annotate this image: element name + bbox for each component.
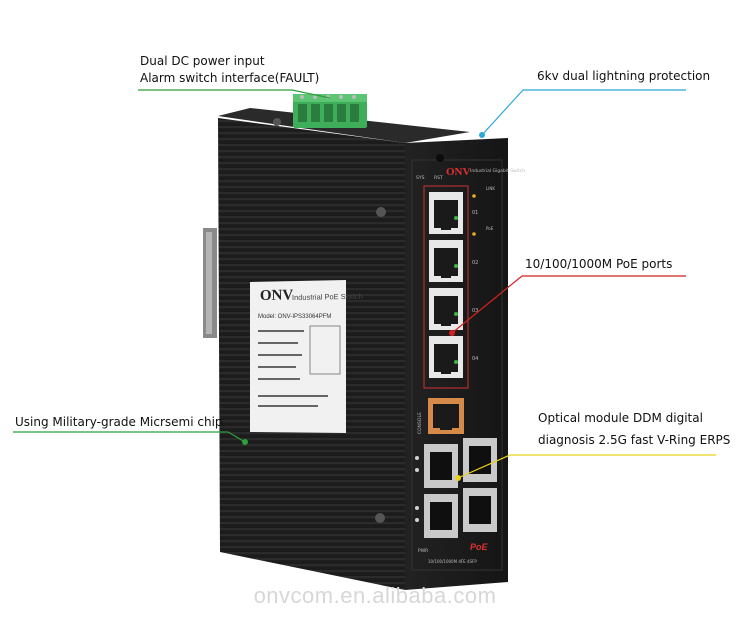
poe-port-group [423,185,476,389]
poe-ports-callout: 10/100/1000M PoE ports [525,257,673,271]
port-number: 03 [472,308,478,314]
lightning-callout: 6kv dual lightning protection [537,69,711,83]
watermark: onvcom.en.alibaba.com [253,583,497,608]
chip-callout: Using Military-grade Micrsemi chip [15,415,223,429]
console-label: CONSOLE [417,412,423,434]
poe-port [429,288,463,330]
led-poe-label: PoE [486,226,494,231]
power-callout-line2: Alarm switch interface(FAULT) [140,71,320,85]
sfp-slot [469,446,491,474]
port-number: 04 [472,356,478,362]
front-bottom-text: 10/100/1000M 4FE 4SFP [428,559,477,564]
front-footer: PWR 10/100/1000M 4FE 4SFP PoE [418,542,489,564]
port-number: 01 [472,210,478,216]
front-brand: ONV [446,166,471,178]
sfp-slot-group [415,438,497,538]
optical-callout-line2: diagnosis 2.5G fast V-Ring ERPS [538,433,731,447]
label-model: Model: ONV-IPS33064PFM [258,314,331,320]
screws [273,118,386,523]
poe-badge: PoE [470,542,489,552]
sfp-slot [430,452,452,480]
led-link-label: LINK [486,186,495,191]
callout-dots [242,132,485,481]
lightning-callout-line [481,89,524,136]
power-led-label: PWR [418,548,428,554]
front-title: Industrial Gigabit Switch [470,168,525,174]
din-rail-bracket [203,228,217,338]
poe-callout-line [451,275,523,334]
led-sys-label: SYS [416,175,425,181]
chip-callout-line [13,431,246,443]
poe-port [429,336,463,378]
console-port: CONSOLE [417,398,464,434]
port-number: 02 [472,260,478,266]
poe-port [429,240,463,282]
port-numbers: 01 02 03 04 [472,210,478,362]
led-rst-label: RST [434,175,443,181]
front-header: SYS RST ONV Industrial Gigabit Switch LI… [416,154,525,231]
optical-callout-line1: Optical module DDM digital [538,411,703,425]
power-callout-line1: Dual DC power input [140,54,265,68]
power-callout-line [138,89,331,99]
sfp-slot [430,502,452,530]
callout-lines [13,89,716,479]
sfp-slot [469,496,491,524]
label-title: Industrial PoE Switch [292,292,363,302]
label-brand: ONV [260,287,294,304]
product-label: ONV Industrial PoE Switch Model: ONV-IPS… [250,280,363,433]
optical-callout-line [457,454,511,479]
poe-port [429,192,463,234]
terminal-block [293,94,367,128]
